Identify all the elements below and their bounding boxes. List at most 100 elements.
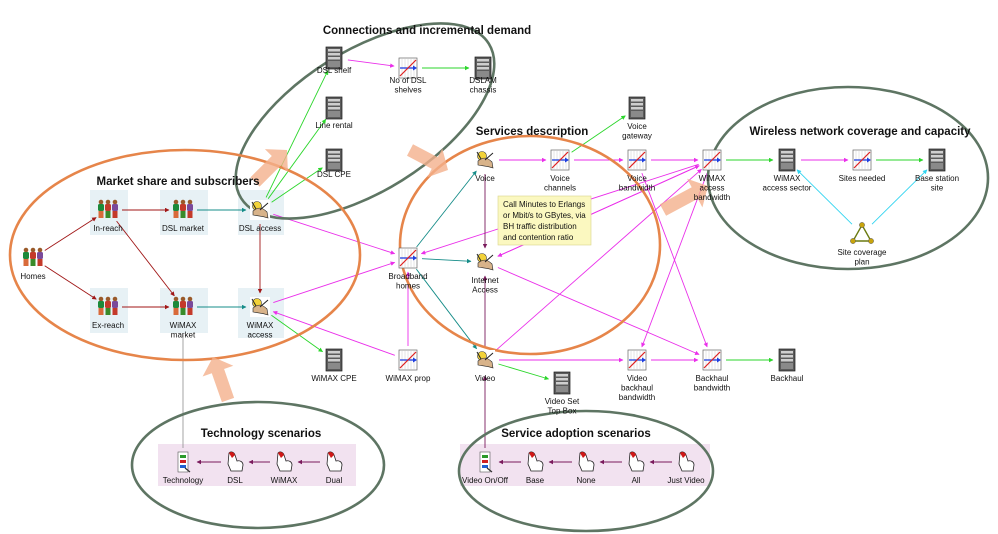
node-base[interactable]: Base: [526, 451, 545, 485]
person-head: [180, 296, 186, 302]
node-none[interactable]: None: [576, 451, 596, 485]
node-dsl-cpe[interactable]: DSL CPE: [317, 148, 351, 179]
handshake-icon: [250, 200, 270, 220]
person-legs: [98, 211, 104, 218]
hand-stroke: [476, 253, 494, 263]
node-ex-reach[interactable]: Ex-reach: [92, 296, 124, 330]
cabinet-slot: [781, 155, 793, 158]
edge-broadband-video: [416, 268, 477, 350]
graph-blue-head: [642, 357, 646, 363]
node-line-rental[interactable]: Line rental: [315, 96, 353, 130]
cabinet-slot: [328, 107, 340, 110]
hand-red-tip: [580, 451, 586, 458]
cabinet-slot: [328, 351, 340, 354]
person-body: [187, 204, 193, 211]
node-technology[interactable]: Technology: [163, 451, 203, 485]
node-dsl-shelf[interactable]: DSL shelf: [317, 46, 352, 75]
person-head: [98, 296, 104, 302]
group-title-technology: Technology scenarios: [201, 428, 322, 440]
node-dual[interactable]: Dual: [326, 451, 343, 485]
node-wimax-cpe[interactable]: WiMAX CPE: [311, 348, 357, 383]
graph-red-line: [853, 151, 871, 169]
node-dsl-access[interactable]: DSL access: [239, 200, 281, 233]
person-head: [173, 199, 179, 205]
node-label: WiMAX prop: [386, 374, 431, 383]
node-label: Voice: [627, 122, 647, 131]
cabinet-door: [328, 111, 340, 117]
node-video[interactable]: Video: [475, 350, 496, 383]
switch-icon: [479, 451, 493, 473]
note-line-4: and contention ratio: [503, 233, 574, 242]
cabinet-slot: [328, 159, 340, 162]
node-dsl[interactable]: DSL: [227, 451, 244, 485]
node-label: access: [248, 331, 273, 340]
switch-icon: [177, 451, 191, 473]
cabinet-slot: [931, 155, 943, 158]
switch-led: [482, 460, 488, 463]
graph-blue-head: [565, 157, 569, 163]
cabinet-slot: [328, 99, 340, 102]
cabinet-slot: [328, 53, 340, 56]
cabinet-door: [328, 163, 340, 169]
switch-hand: [184, 467, 191, 473]
people-icon: [98, 296, 118, 315]
ellipse-service-adoption: [457, 409, 715, 533]
node-wimax[interactable]: WiMAX: [271, 451, 298, 485]
group-title-wireless: Wireless network coverage and capacity: [749, 126, 971, 138]
node-backhaul[interactable]: Backhaul: [771, 348, 804, 383]
person-body: [180, 204, 186, 211]
handshake-icon: [250, 297, 270, 317]
node-in-reach[interactable]: In-reach: [93, 199, 123, 233]
graph-red-line: [703, 351, 721, 369]
cabinet-slot: [328, 155, 340, 158]
node-just-video[interactable]: Just Video: [667, 451, 705, 485]
person-head: [112, 296, 118, 302]
hand-red-tip: [278, 451, 284, 458]
cabinet-icon: [325, 46, 343, 70]
node-label: Video On/Off: [462, 476, 509, 485]
big-arrow-market-to-connections: [250, 149, 288, 187]
note-line-1: Call Minutes to Erlangs: [503, 200, 585, 209]
graph-icon: [627, 149, 647, 171]
cabinet-slot: [931, 159, 943, 162]
edge-video-set-top-box: [498, 363, 550, 380]
node-all[interactable]: All: [628, 451, 645, 485]
people-icon: [98, 199, 118, 218]
node-wimax-prop[interactable]: WiMAX prop: [386, 349, 431, 383]
node-video-on-off[interactable]: Video On/Off: [462, 451, 509, 485]
node-label: channels: [544, 184, 576, 193]
ellipse-technology: [130, 400, 386, 530]
cabinet-slot: [556, 378, 568, 381]
handshake-icon: [475, 150, 495, 170]
handshake-icon: [475, 252, 495, 272]
person-legs: [105, 308, 111, 315]
note-line-3: BH traffic distribution: [503, 222, 577, 231]
graph-red-line: [399, 351, 417, 369]
cabinet-slot: [477, 67, 489, 70]
node-homes[interactable]: Homes: [20, 247, 46, 281]
graph-blue-head: [717, 157, 721, 163]
cabinet-slot: [781, 159, 793, 162]
graph-blue-head: [413, 357, 417, 363]
node-sites-needed[interactable]: Sites needed: [839, 149, 886, 183]
node-voice[interactable]: Voice: [475, 150, 495, 183]
node-dsl-market[interactable]: DSL market: [162, 199, 205, 233]
graph-red-line: [399, 249, 417, 267]
triangle-outline: [851, 223, 873, 242]
